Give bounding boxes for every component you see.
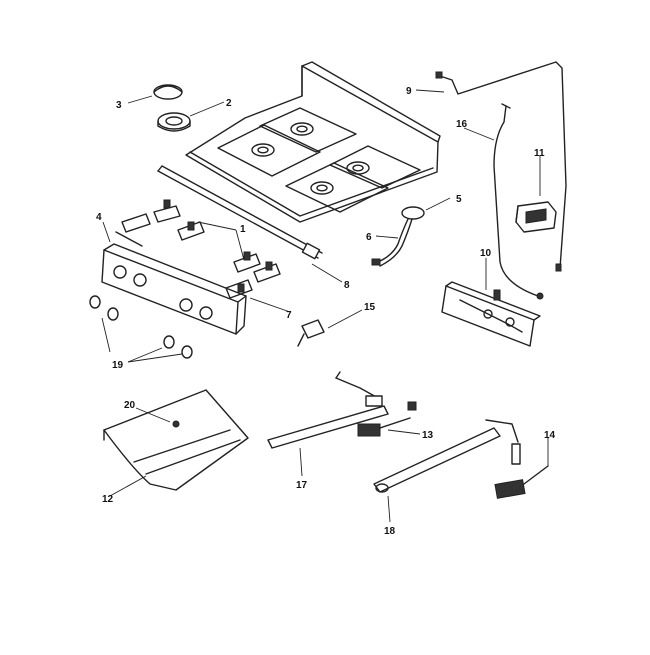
leader-lines <box>101 89 549 523</box>
burner-tube-assembly <box>371 206 425 267</box>
callout-2: 2 <box>226 98 232 109</box>
callout-14: 14 <box>544 430 556 441</box>
callout-labels: 1 2 3 4 5 6 7 8 9 16 11 10 15 19 20 12 1… <box>96 86 556 537</box>
tube <box>493 103 544 300</box>
callout-18: 18 <box>384 526 396 537</box>
callout-5: 5 <box>456 194 462 205</box>
callout-11: 11 <box>534 148 545 159</box>
valve-bracket <box>441 263 562 347</box>
knob-parts <box>89 295 193 359</box>
screw <box>172 420 180 428</box>
control-panel <box>101 231 247 335</box>
callout-13: 13 <box>422 430 434 441</box>
igniter-13 <box>357 401 417 437</box>
igniter-switch <box>297 319 325 347</box>
manifold <box>157 165 323 260</box>
burner-head <box>157 112 191 132</box>
cooktop <box>185 61 441 223</box>
callout-6: 6 <box>366 232 372 243</box>
callout-1: 1 <box>240 224 246 235</box>
valves <box>121 199 281 299</box>
callout-19: 19 <box>112 360 124 371</box>
callout-15: 15 <box>364 302 376 313</box>
burner-18 <box>373 419 521 493</box>
callout-8: 8 <box>344 280 350 291</box>
callout-10: 10 <box>480 248 492 259</box>
callout-17: 17 <box>296 480 308 491</box>
callout-20: 20 <box>124 400 136 411</box>
callout-3: 3 <box>116 100 122 111</box>
burner-box <box>103 389 249 491</box>
gas-tube <box>435 61 567 269</box>
callout-7: 7 <box>286 310 292 321</box>
igniter-14 <box>494 465 549 499</box>
burner-cap <box>153 84 183 100</box>
callout-9: 9 <box>406 86 412 97</box>
callout-4: 4 <box>96 212 102 223</box>
callout-16: 16 <box>456 119 468 130</box>
callout-12: 12 <box>102 494 114 505</box>
regulator <box>515 201 557 233</box>
burner-17 <box>267 371 389 449</box>
